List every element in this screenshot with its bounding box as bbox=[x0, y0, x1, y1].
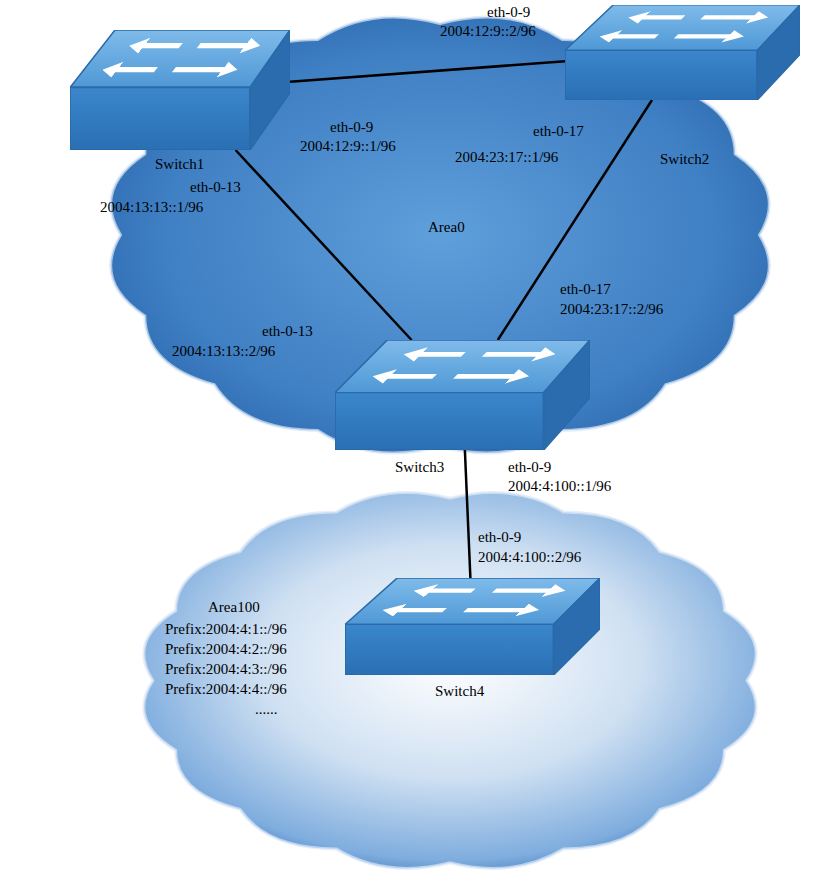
switch-name: Switch1 bbox=[155, 155, 204, 173]
switch-icon bbox=[565, 5, 800, 100]
switch-node: Switch3 bbox=[335, 340, 590, 450]
area-text: Prefix:2004:4:2::/96 bbox=[165, 640, 287, 658]
switch-name: Switch3 bbox=[395, 458, 444, 476]
interface-label: 2004:23:17::1/96 bbox=[455, 148, 558, 166]
switch-icon bbox=[70, 30, 290, 150]
interface-label: eth-0-9 bbox=[330, 118, 373, 136]
interface-label: 2004:12:9::2/96 bbox=[440, 22, 536, 40]
switch-node: Switch4 bbox=[345, 578, 600, 675]
interface-label: eth-0-13 bbox=[262, 322, 313, 340]
interface-label: 2004:13:13::2/96 bbox=[172, 342, 275, 360]
interface-label: 2004:12:9::1/96 bbox=[300, 137, 396, 155]
interface-label: eth-0-9 bbox=[487, 3, 530, 21]
area-text: Area0 bbox=[428, 218, 465, 236]
interface-label: eth-0-17 bbox=[560, 280, 611, 298]
interface-label: 2004:4:100::1/96 bbox=[508, 477, 611, 495]
area-text: Prefix:2004:4:4::/96 bbox=[165, 680, 287, 698]
switch-name: Switch4 bbox=[435, 682, 484, 700]
interface-label: 2004:4:100::2/96 bbox=[478, 548, 581, 566]
area-cloud: Area100Prefix:2004:4:1::/96Prefix:2004:4… bbox=[120, 478, 780, 883]
area-text: ...... bbox=[255, 700, 278, 718]
switch-node: Switch2 bbox=[565, 5, 800, 100]
switch-name: Switch2 bbox=[660, 150, 709, 168]
switch-icon bbox=[335, 340, 590, 450]
area-text: Prefix:2004:4:1::/96 bbox=[165, 620, 287, 638]
switch-node: Switch1 bbox=[70, 30, 290, 150]
interface-label: 2004:13:13::1/96 bbox=[100, 198, 203, 216]
interface-label: eth-0-13 bbox=[190, 178, 241, 196]
area-text: Area100 bbox=[208, 598, 260, 616]
area-cloud: Area0 Switch1 Switch2Switch3 bbox=[85, 0, 795, 470]
cloud-shape bbox=[120, 478, 780, 883]
interface-label: eth-0-9 bbox=[478, 528, 521, 546]
interface-label: 2004:23:17::2/96 bbox=[560, 300, 663, 318]
switch-icon bbox=[345, 578, 600, 675]
interface-label: eth-0-17 bbox=[533, 122, 584, 140]
interface-label: eth-0-9 bbox=[508, 458, 551, 476]
area-text: Prefix:2004:4:3::/96 bbox=[165, 660, 287, 678]
